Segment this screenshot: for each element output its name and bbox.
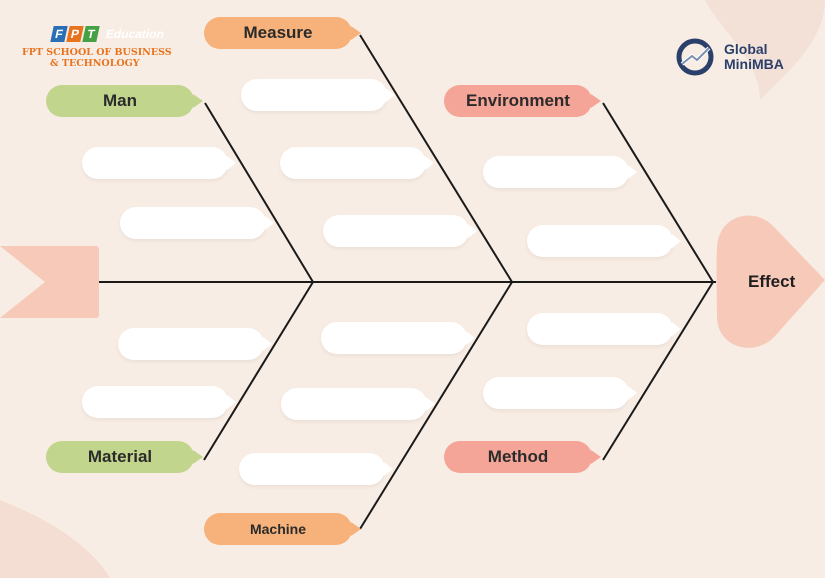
category-measure: Measure [204,17,361,49]
fpt-school-line2: & TECHNOLOGY [50,58,140,69]
category-environment: Environment [444,85,601,117]
category-machine: Machine [204,513,361,545]
fpt-school-name: FPT SCHOOL OF BUSINESS & TECHNOLOGY [22,47,182,69]
fpt-education-text: Education [104,27,166,41]
bone-material [203,281,314,461]
fpt-school-line1: FPT SCHOOL OF BUSINESS [22,47,172,58]
globe-icon [676,38,714,76]
fish-head-shape [716,215,825,348]
cause-box[interactable] [120,207,274,239]
cause-box[interactable] [321,322,475,354]
gm-line2: MiniMBA [724,56,784,72]
fpt-letter-p: P [66,26,84,42]
cause-box[interactable] [118,328,272,360]
fpt-letter-f: F [50,26,68,42]
gm-line1: Global [724,41,768,57]
cause-box[interactable] [280,147,434,179]
cause-box[interactable] [239,453,393,485]
cause-box[interactable] [82,147,236,179]
fpt-letter-t: T [82,26,100,42]
fpt-logo: F P T Education FPT SCHOOL OF BUSINESS &… [22,26,182,69]
bone-machine [359,281,513,530]
fpt-letters: F P T Education [50,26,182,42]
cause-box[interactable] [82,386,236,418]
cause-box[interactable] [323,215,477,247]
cause-box[interactable] [483,377,637,409]
cause-box[interactable] [527,313,681,345]
bone-man [204,102,314,283]
category-material: Material [46,441,203,473]
category-man: Man [46,85,203,117]
cause-box[interactable] [527,225,681,257]
cause-box[interactable] [241,79,395,111]
bottom-left-shape [0,500,110,578]
fish-tail-shape [0,246,99,318]
corner-shape [705,0,825,100]
bone-method [602,281,714,461]
bone-environment [602,102,714,283]
effect-label: Effect [748,272,796,291]
global-minimba-logo: Global MiniMBA [676,38,784,76]
category-method: Method [444,441,601,473]
cause-box[interactable] [281,388,435,420]
cause-box[interactable] [483,156,637,188]
bone-measure [359,34,513,283]
